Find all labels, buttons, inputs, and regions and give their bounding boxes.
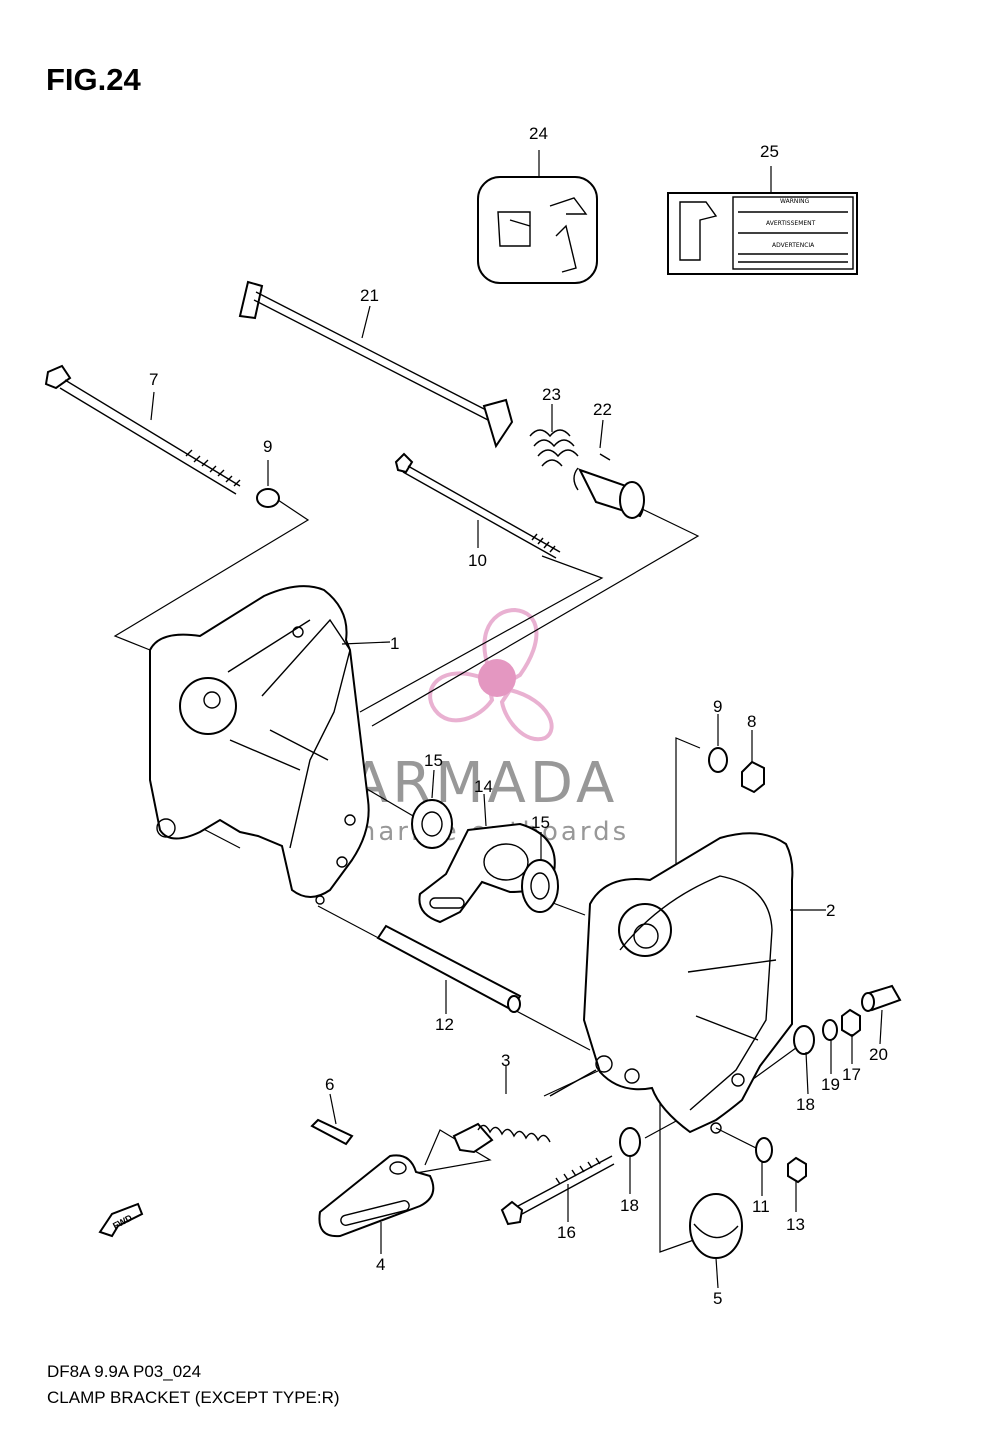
part-12-tube [376,924,522,1013]
callout-11: 11 [752,1197,770,1216]
diagram-code: DF8A 9.9A P03_024 [47,1362,202,1381]
part-24-label [477,176,598,284]
callout-23: 23 [542,385,561,404]
part-2-clamp-bracket [582,832,794,1134]
part-20-sleeve [861,984,902,1012]
part-17-nut [841,1008,861,1038]
part-9-washer-upper [256,488,280,508]
label-25-advertencia: ADVERTENCIA [772,242,815,249]
part-22-bushing [573,453,645,519]
callout-10: 10 [468,551,487,570]
callout-19: 19 [821,1075,840,1094]
callout-9-upper: 9 [263,437,272,456]
callout-15-upper: 15 [424,751,443,770]
part-10-bolt [394,452,561,559]
part-18-washer-lower [619,1127,641,1157]
part-25-label: WARNING AVERTISSEMENT ADVERTENCIA [667,192,858,275]
part-15-bushing-lower [521,859,559,913]
callout-13: 13 [786,1215,805,1234]
callout-18-lower: 18 [620,1196,639,1215]
label-25-warning: WARNING [780,198,810,205]
callout-25: 25 [760,142,779,161]
callout-4: 4 [376,1255,385,1274]
callout-leaders [150,150,883,1289]
callout-2: 2 [826,901,835,920]
figure-title: FIG.24 [46,62,141,97]
part-9-washer-right [708,747,728,773]
callout-24: 24 [529,124,548,143]
callout-7: 7 [149,370,158,389]
callout-8: 8 [747,712,756,731]
part-8-nut [741,760,765,794]
part-1-clamp-bracket [149,585,370,905]
part-4-clamp-handle [318,1154,435,1238]
callout-9-right: 9 [713,697,722,716]
callout-5: 5 [713,1289,722,1308]
diagram-caption: CLAMP BRACKET (EXCEPT TYPE:R) [47,1388,340,1407]
part-18-washer-right [793,1025,815,1055]
part-15-bushing-upper [411,799,453,849]
part-6-pin [310,1118,354,1146]
callout-1: 1 [390,634,399,653]
callout-21: 21 [360,286,379,305]
part-21-rod [238,280,514,449]
callout-3: 3 [501,1051,510,1070]
callout-14: 14 [474,777,493,796]
part-5-cap [689,1193,743,1259]
callout-6: 6 [325,1075,334,1094]
callout-22: 22 [593,400,612,419]
callout-17: 17 [842,1065,861,1084]
callout-20: 20 [869,1045,888,1064]
part-11-washer [755,1137,773,1163]
callout-12: 12 [435,1015,454,1034]
part-19-washer [822,1019,838,1041]
callout-15-lower: 15 [531,813,550,832]
fwd-arrow-icon: FWD [98,1202,144,1238]
label-25-avertissement: AVERTISSEMENT [766,220,816,227]
callout-numbers: 24 25 21 7 9 23 22 10 1 9 8 15 14 15 2 1… [149,124,888,1308]
part-23-spring [529,429,579,467]
part-3-clamp-screw [452,1069,597,1154]
callout-16: 16 [557,1223,576,1242]
part-7-bolt [44,364,241,495]
callout-18-right: 18 [796,1095,815,1114]
part-13-nut [787,1156,807,1184]
part-16-bolt [500,1155,615,1226]
